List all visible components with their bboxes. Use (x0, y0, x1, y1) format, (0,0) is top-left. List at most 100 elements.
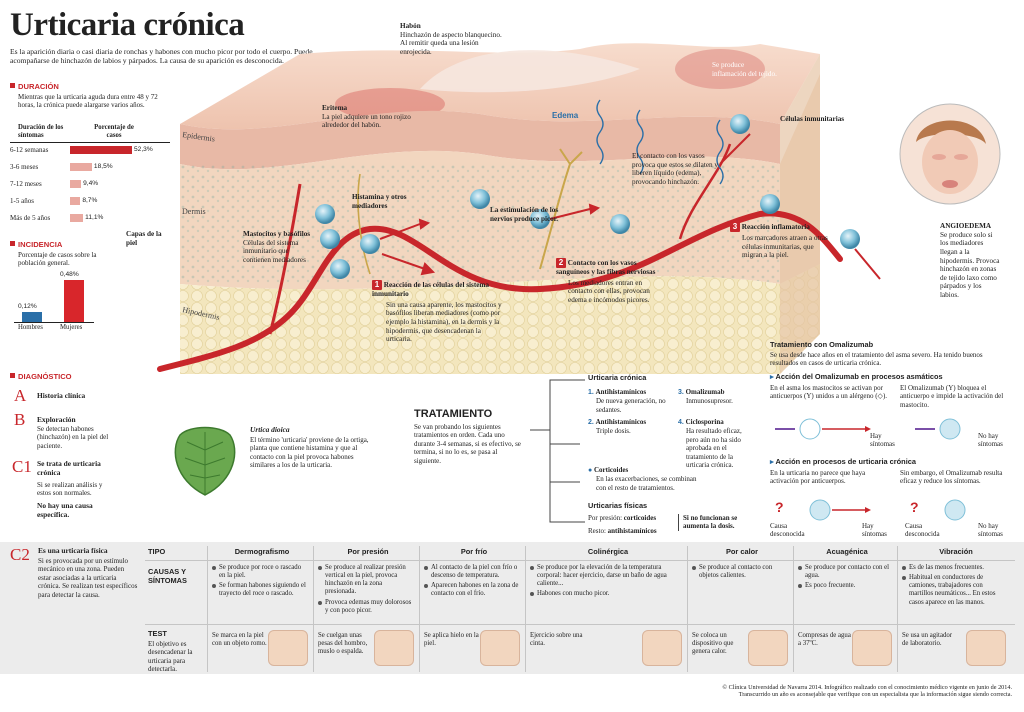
tipo-header: TIPO (148, 547, 166, 556)
urt-left: En la urticaria no parece que haya activ… (770, 469, 866, 486)
test-description: El objetivo es desencadenar la urticaria… (148, 640, 193, 674)
table-col-header: Dermografismo (234, 547, 290, 556)
incidencia-value: 0,48% (60, 271, 79, 278)
asma-no-hay-sintomas: No hay síntomas (978, 432, 1003, 449)
cause-item: Se produce al realizar presión vertical … (318, 564, 414, 597)
incidencia-label: Hombres (18, 324, 43, 331)
table-col-divider (897, 546, 898, 672)
footer: © Clínica Universidad de Navarra 2014. I… (722, 684, 1012, 699)
asma-diagram (775, 418, 961, 440)
diagnostico-heading: DIAGNÓSTICO (10, 372, 72, 381)
urticaria-action-title: ▸ Acción en procesos de urticaria crónic… (770, 457, 916, 466)
edema-fluid (596, 99, 604, 165)
edema-fluid (716, 119, 724, 185)
dermis-label: Dermis (182, 207, 206, 216)
diag-b-title: Exploración (37, 415, 76, 424)
omalizumab-text: Se usa desde hace años en el tratamiento… (770, 351, 983, 368)
asma-left: En el asma los mastocitos se activan por… (770, 384, 888, 401)
presion-row: Por presión: corticoides (588, 514, 657, 522)
table-test-cell: Se coloca un dispositivo que genera calo… (692, 632, 734, 656)
cause-item: Se forman habones siguiendo el trayecto … (212, 582, 308, 598)
incidencia-text: Porcentaje de casos sobre la población g… (18, 251, 97, 268)
incidencia-axis (14, 322, 94, 323)
urtica-text: El término 'urticaria' proviene de la or… (250, 436, 369, 470)
diag-b-letter: B (14, 410, 26, 429)
test-illustration-icon (852, 630, 892, 666)
table-col-divider (207, 546, 208, 672)
contacto-vasos-annotation: El contacto con los vasos provoca que es… (632, 152, 719, 186)
duracion-heading: DURACIÓN (10, 82, 59, 91)
duracion-bar (70, 180, 82, 188)
cause-item: Se produce al contacto con objetos calie… (692, 564, 788, 580)
test-header: TEST (148, 629, 167, 638)
cause-item: Se produce por roce o rascado en la piel… (212, 564, 308, 580)
diag-c1-title: Se trata de urticaria crónica (37, 459, 101, 477)
urt-hay-sintomas: Hay síntomas (862, 522, 887, 539)
epidermis-layer (180, 110, 780, 170)
skin-diagram: Epidermis Dermis Hipodermis Edema (157, 43, 881, 374)
diag-b-text: Se detectan habones (hinchazón) en la pi… (37, 425, 109, 450)
test-illustration-icon (374, 630, 414, 666)
duracion-value: 18,5% (93, 163, 113, 170)
duracion-value: 52,3% (134, 146, 153, 153)
duracion-row-label: 1-5 años (10, 197, 34, 205)
habon-swelling (420, 50, 640, 93)
diag-c1-text1: Si se realizan análisis y estos son norm… (37, 481, 103, 498)
diag-a-title: Historia clínica (37, 391, 86, 400)
urticarias-fisicas-label: Urticarias físicas (588, 501, 648, 510)
page-title: Urticaria crónica (10, 7, 245, 43)
cause-item: Se produce por la elevación de la temper… (530, 564, 682, 588)
no-funcionan-note: Si no funcionan se aumenta la dosis. (678, 514, 754, 531)
cause-item: Habones con mucho picor. (530, 590, 682, 598)
table-col-divider (687, 546, 688, 672)
table-col-header: Por presión (347, 547, 389, 556)
arrows (379, 133, 881, 280)
diag-c2-text: Si es provocada por un estímulo mecánico… (38, 557, 138, 599)
diag-c1-text2: No hay una causa específica. (37, 501, 93, 519)
table-causes-cell: Se produce por contacto con el agua.Es p… (798, 564, 892, 592)
cause-item: Es poco frecuente. (798, 582, 892, 590)
celulas-annotation: Células inmunitarias (780, 115, 845, 123)
incidencia-heading: INCIDENCIA (10, 240, 62, 249)
asma-title: ▸ Acción del Omalizumab en procesos asmá… (770, 372, 943, 381)
test-illustration-icon (642, 630, 682, 666)
diag-a-letter: A (14, 386, 27, 405)
table-causes-cell: Al contacto de la piel con frío o descen… (424, 564, 520, 601)
duracion-row-label: 3-6 meses (10, 163, 39, 171)
table-causes-cell: Se produce por la elevación de la temper… (530, 564, 682, 601)
table-causes-cell: Se produce por roce o rascado en la piel… (212, 564, 308, 601)
diag-c1-letter: C1 (12, 457, 32, 476)
cause-item: Provoca edemas muy dolorosos y con poco … (318, 599, 414, 615)
tratamiento-bracket (530, 379, 585, 523)
bullet-square-icon (10, 83, 15, 88)
table-causes-cell: Es de las menos frecuentes.Habitual en c… (902, 564, 1006, 609)
inflamacion-zone (675, 49, 765, 89)
duracion-bar (70, 163, 92, 171)
svg-text:?: ? (910, 499, 919, 515)
step1-annotation: 1 Reacción de las células del sistema in… (372, 280, 502, 344)
capillary (678, 143, 732, 240)
duracion-col1: Duración de los síntomas (18, 124, 64, 140)
omalizumab-title: Tratamiento con Omalizumab (770, 340, 874, 349)
duracion-value: 11,1% (85, 214, 104, 221)
cause-item: Es de las menos frecuentes. (902, 564, 1006, 572)
table-test-cell: Ejercicio sobre una cinta. (530, 632, 583, 648)
table-col-header: Acuagénica (826, 547, 868, 556)
table-col-divider (313, 546, 314, 672)
duracion-row: 3-6 meses 18,5% (10, 162, 170, 173)
urt-causa-right: Causa desconocida (905, 522, 940, 539)
table-col-divider (793, 546, 794, 672)
table-test-cell: Compresas de agua a 37ºC. (798, 632, 851, 648)
urt-causa-left: Causa desconocida (770, 522, 805, 539)
table-causes-cell: Se produce al realizar presión vertical … (318, 564, 414, 617)
table-test-cell: Se usa un agitador de laboratorio. (902, 632, 953, 648)
test-illustration-icon (480, 630, 520, 666)
